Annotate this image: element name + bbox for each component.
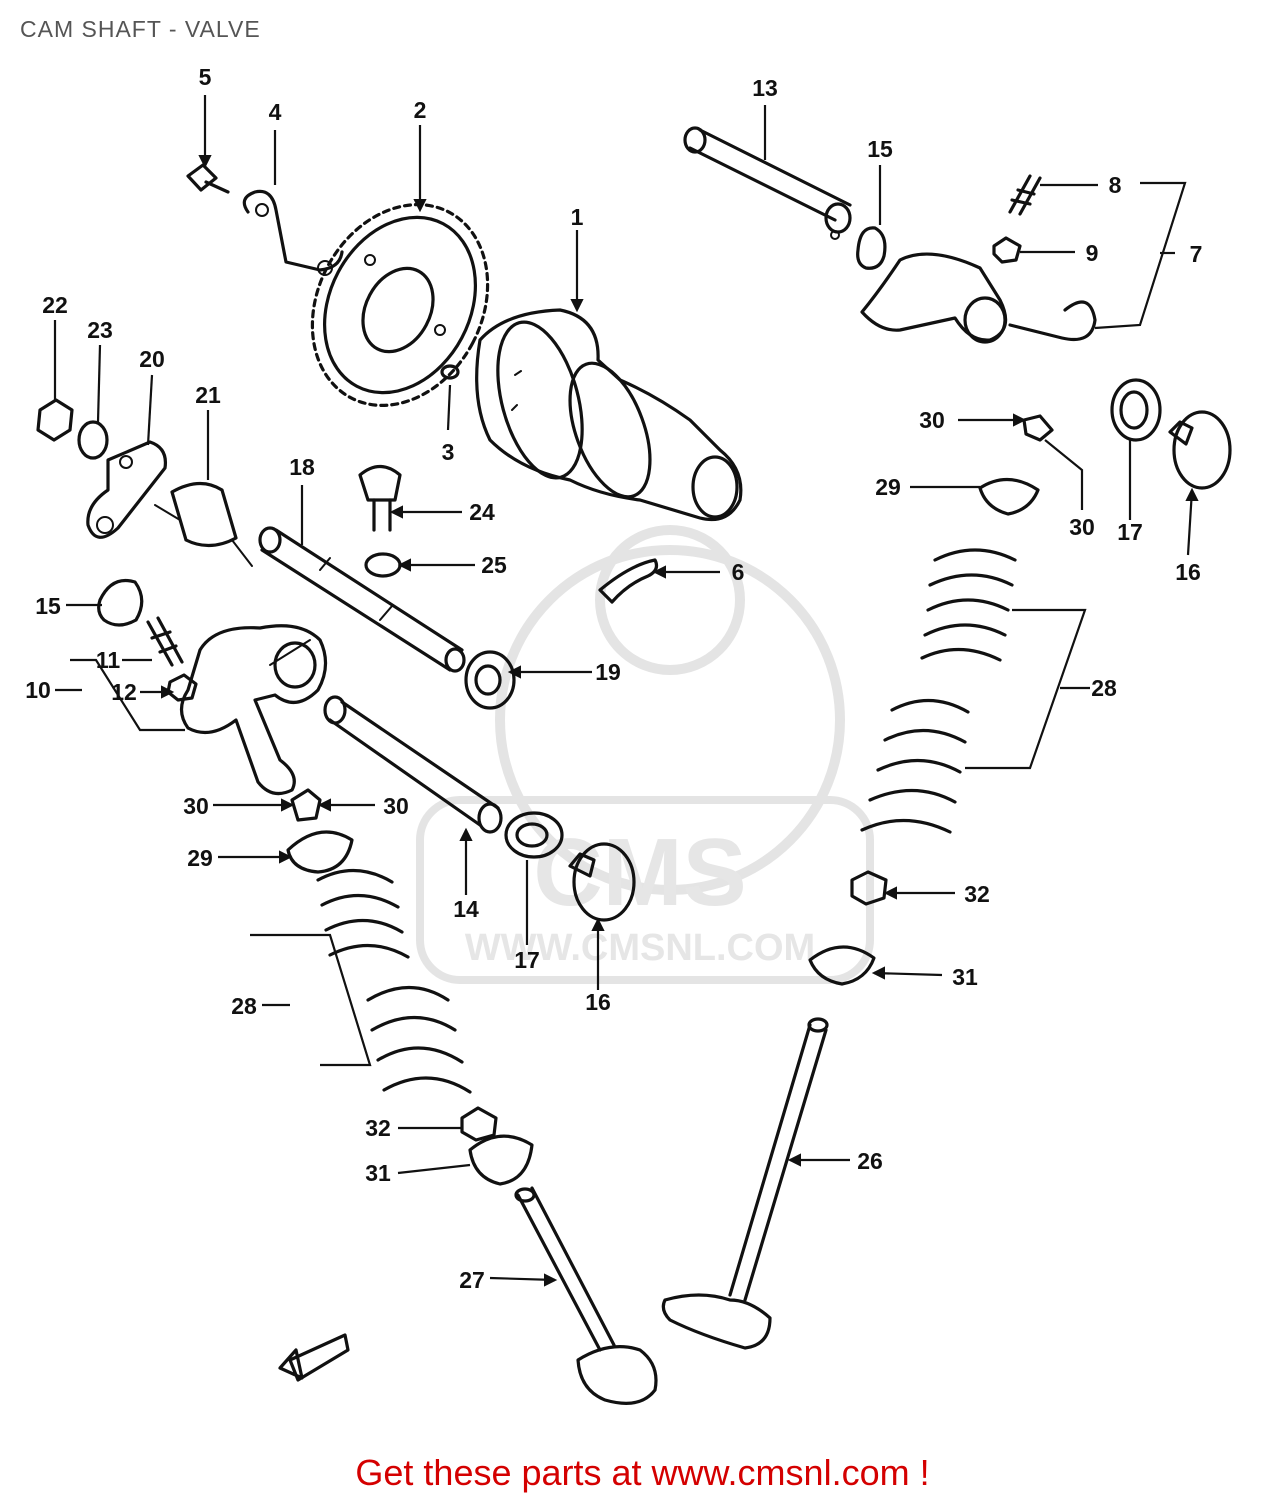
part-drawings (36, 126, 1232, 1405)
valve-springs-right (860, 548, 1017, 834)
callout-14: 14 (453, 896, 479, 922)
callout-25: 25 (481, 552, 507, 578)
cam-sprocket (310, 203, 490, 407)
bolt-24 (358, 464, 402, 532)
rocker-arm-7 (860, 252, 1097, 344)
valve-26 (661, 1017, 829, 1350)
callout-10: 10 (25, 677, 51, 703)
callout-15-top: 15 (867, 136, 893, 162)
bracket (242, 189, 344, 272)
clip-6 (598, 558, 659, 604)
callout-3: 3 (442, 439, 455, 465)
callout-30-left-a: 30 (183, 793, 209, 819)
rocker-shaft-14 (323, 695, 503, 834)
callout-20: 20 (139, 346, 165, 372)
callout-22: 22 (42, 292, 68, 318)
rocker-arm-10 (179, 624, 328, 796)
watermark-url: WWW.CMSNL.COM (465, 927, 815, 969)
camshaft (475, 308, 743, 522)
callout-12: 12 (111, 679, 137, 705)
seal-19 (464, 650, 516, 710)
callout-5: 5 (199, 64, 212, 90)
callout-30-right-top: 30 (919, 407, 945, 433)
adjusting-nut (992, 236, 1022, 264)
leader-arrowheads (161, 155, 1199, 1287)
callout-16-left: 16 (585, 989, 611, 1015)
callout-9: 9 (1086, 240, 1099, 266)
callout-7: 7 (1190, 241, 1203, 267)
callout-31-right: 31 (952, 964, 978, 990)
callout-labels: 1 2 3 4 5 6 7 8 9 10 11 12 13 14 15 15 1… (25, 64, 1202, 1293)
callout-24: 24 (469, 499, 495, 525)
callout-17-left: 17 (514, 947, 540, 973)
callout-15-left: 15 (35, 593, 61, 619)
leader-lines (53, 95, 1194, 1282)
bolt-5 (186, 163, 230, 194)
pin (440, 364, 460, 380)
watermark-brand: CMS (533, 819, 746, 926)
adjusting-screw (1008, 174, 1042, 216)
callout-16-right: 16 (1175, 559, 1201, 585)
valve-27 (514, 1186, 658, 1405)
callout-13: 13 (752, 75, 778, 101)
valve-springs-left (316, 868, 472, 1094)
callout-28-right: 28 (1091, 675, 1117, 701)
callout-27: 27 (459, 1267, 485, 1293)
callout-18: 18 (289, 454, 315, 480)
callout-1: 1 (571, 204, 584, 230)
footer-link[interactable]: Get these parts at www.cmsnl.com ! (355, 1452, 930, 1493)
valve-seal-32-right (850, 870, 888, 906)
cotter-30-left (290, 788, 322, 822)
cap-16-left (568, 842, 636, 922)
callout-30-left-b: 30 (383, 793, 409, 819)
spring-seat-31-right (808, 945, 876, 986)
o-ring-top (856, 226, 887, 270)
o-ring-17-left (504, 811, 564, 859)
callout-8: 8 (1109, 172, 1122, 198)
washer-23 (77, 420, 109, 460)
callout-31-left: 31 (365, 1160, 391, 1186)
watermark: CMS WWW.CMSNL.COM (416, 525, 874, 984)
washer-25 (364, 552, 402, 578)
decomp-lever-20 (86, 440, 168, 539)
callout-2: 2 (414, 97, 427, 123)
retainer-29-left (286, 830, 354, 874)
callout-26: 26 (857, 1148, 883, 1174)
callout-23: 23 (87, 317, 113, 343)
callout-6: 6 (732, 559, 745, 585)
callout-17-right: 17 (1117, 519, 1143, 545)
adjusting-screw-11 (146, 616, 184, 667)
callout-29-left: 29 (187, 845, 213, 871)
callout-19: 19 (595, 659, 621, 685)
callout-21: 21 (195, 382, 221, 408)
o-ring-17-right (1110, 378, 1162, 442)
retainer-29-right (978, 477, 1040, 516)
callout-32-left: 32 (365, 1115, 391, 1141)
callout-28-left: 28 (231, 993, 257, 1019)
front-arrow-icon (278, 1333, 350, 1382)
valve-seal-32-left (460, 1106, 498, 1142)
callout-32-right: 32 (964, 881, 990, 907)
spring-seat-31-left (468, 1134, 534, 1186)
callout-30-right-bottom: 30 (1069, 514, 1095, 540)
decomp-shaft-18 (258, 526, 466, 673)
page-title: CAM SHAFT - VALVE (20, 16, 261, 42)
callout-4: 4 (269, 99, 282, 125)
callout-11: 11 (96, 647, 121, 673)
o-ring-15-left (97, 578, 144, 627)
cap-16-right (1168, 410, 1232, 490)
rocker-shaft-13 (683, 126, 852, 240)
cotter-30-right (1022, 414, 1054, 442)
spring-21 (154, 481, 253, 567)
nut-22 (36, 398, 74, 442)
callout-29-right: 29 (875, 474, 901, 500)
